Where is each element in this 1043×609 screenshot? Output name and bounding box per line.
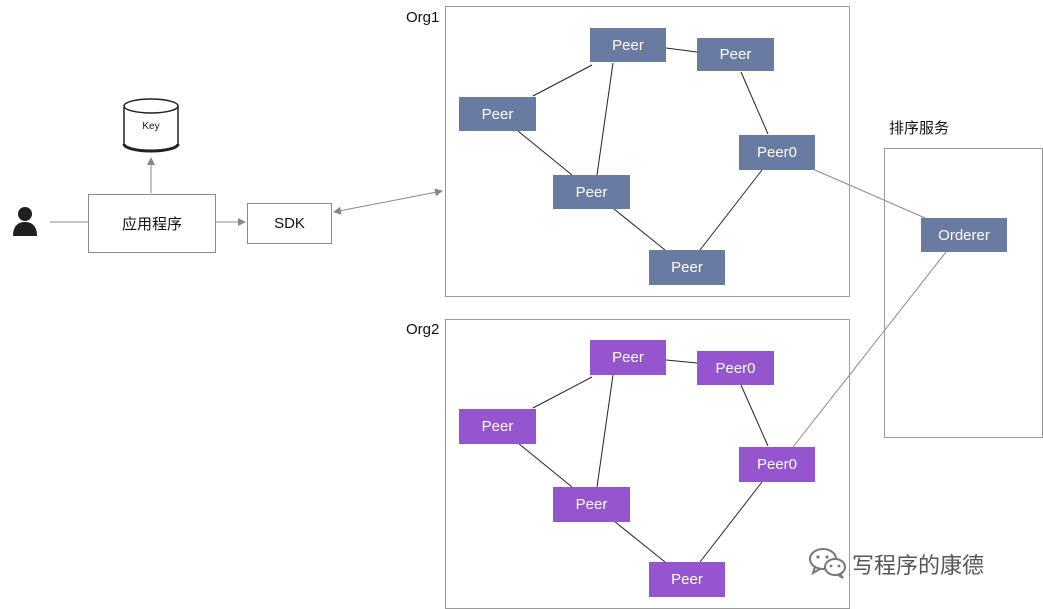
wechat-icon (809, 548, 846, 579)
watermark-text: 写程序的康德 (852, 554, 985, 579)
sdk-org1-arrow (333, 188, 443, 215)
ordering-service-label: 排序服务 (889, 120, 950, 137)
org1-peer-node: Peer (649, 250, 725, 285)
org1-peer-node: Peer (590, 28, 666, 62)
orderer-node: Orderer (921, 218, 1007, 252)
org1-label: Org1 (406, 9, 440, 26)
sdk-label: SDK (274, 215, 305, 232)
org1-peer-node: Peer (553, 175, 630, 209)
sdk-box: SDK (247, 203, 332, 244)
database-icon (122, 98, 180, 153)
key-store: Key (122, 97, 180, 155)
org1-container (445, 6, 850, 297)
org2-label: Org2 (406, 321, 440, 338)
ordering-service-container (884, 148, 1043, 438)
org2-peer-node: Peer (459, 409, 536, 444)
org1-peer-node: Peer (459, 97, 536, 131)
org1-peer-node: Peer (697, 38, 774, 71)
org1-peer0-node: Peer0 (739, 135, 815, 170)
org2-peer0-node: Peer0 (739, 447, 815, 482)
user-icon (13, 207, 37, 236)
org2-peer0-node: Peer0 (697, 351, 774, 385)
application-box: 应用程序 (88, 194, 216, 253)
key-label: Key (142, 121, 160, 132)
org2-peer-node: Peer (590, 340, 666, 375)
org2-orderer-link (792, 251, 947, 448)
org2-edges (517, 359, 769, 563)
application-label: 应用程序 (121, 216, 182, 233)
org1-edges (517, 47, 769, 251)
org2-peer-node: Peer (649, 562, 725, 597)
org2-peer-node: Peer (553, 487, 630, 522)
org1-orderer-link (814, 169, 926, 219)
